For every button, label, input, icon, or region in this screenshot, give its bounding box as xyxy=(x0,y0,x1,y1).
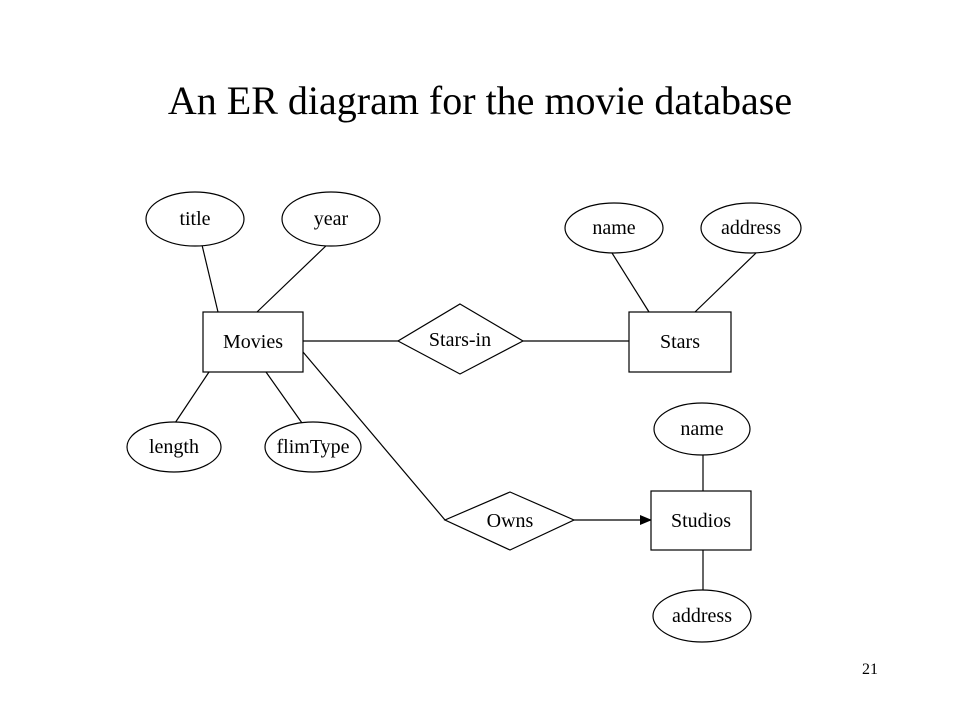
attribute-movies-title: title xyxy=(145,191,245,247)
entity-stars-label: Stars xyxy=(660,331,700,353)
relationship-owns: Owns xyxy=(443,491,576,551)
slide-title: An ER diagram for the movie database xyxy=(167,78,793,123)
entity-studios: Studios xyxy=(650,490,752,551)
entity-stars-box xyxy=(628,311,732,373)
edge-stars-name xyxy=(611,252,650,313)
edge-movies-owns xyxy=(302,351,446,521)
attribute-movies-flimtype-label: flimType xyxy=(276,436,349,458)
attribute-studios-address-label: address xyxy=(672,605,732,627)
attribute-movies-year-ellipse xyxy=(281,191,381,247)
attribute-studios-name-label: name xyxy=(680,418,723,440)
attribute-studios-address-ellipse xyxy=(652,589,752,643)
relationship-stars-in: Stars-in xyxy=(396,303,525,375)
relationship-owns-diamond xyxy=(443,491,576,551)
relationship-owns-label: Owns xyxy=(487,510,534,532)
attribute-studios-name: name xyxy=(653,402,751,456)
attribute-studios-name-ellipse xyxy=(653,402,751,456)
attribute-movies-year: year xyxy=(281,191,381,247)
entity-stars: Stars xyxy=(628,311,732,373)
attribute-movies-flimtype: flimType xyxy=(264,421,362,473)
attribute-stars-name: name xyxy=(564,202,664,254)
entity-movies: Movies xyxy=(202,311,304,373)
edge-movies-year xyxy=(256,241,331,313)
entity-movies-box xyxy=(202,311,304,373)
attribute-movies-flimtype-ellipse xyxy=(264,421,362,473)
attribute-movies-year-label: year xyxy=(314,208,349,230)
attribute-stars-address-label: address xyxy=(721,217,781,239)
page-number: 21 xyxy=(862,661,878,678)
relationship-stars-in-diamond xyxy=(396,303,525,375)
edge-movies-flimtype xyxy=(265,371,303,424)
attribute-movies-title-label: title xyxy=(179,208,210,230)
attribute-stars-address-ellipse xyxy=(700,202,802,254)
edge-movies-length xyxy=(174,371,210,424)
attribute-stars-name-ellipse xyxy=(564,202,664,254)
entity-studios-box xyxy=(650,490,752,551)
attribute-movies-length: length xyxy=(126,421,222,473)
entity-studios-label: Studios xyxy=(671,510,731,532)
edge-stars-address xyxy=(694,252,757,313)
relationship-stars-in-label: Stars-in xyxy=(429,329,491,351)
edge-movies-title xyxy=(201,244,219,313)
attribute-stars-name-label: name xyxy=(592,217,635,239)
attribute-movies-length-ellipse xyxy=(126,421,222,473)
attribute-movies-title-ellipse xyxy=(145,191,245,247)
attribute-stars-address: address xyxy=(700,202,802,254)
attribute-movies-length-label: length xyxy=(149,436,199,458)
attribute-studios-address: address xyxy=(652,589,752,643)
connector-lines xyxy=(174,241,757,590)
entity-movies-label: Movies xyxy=(223,331,283,353)
